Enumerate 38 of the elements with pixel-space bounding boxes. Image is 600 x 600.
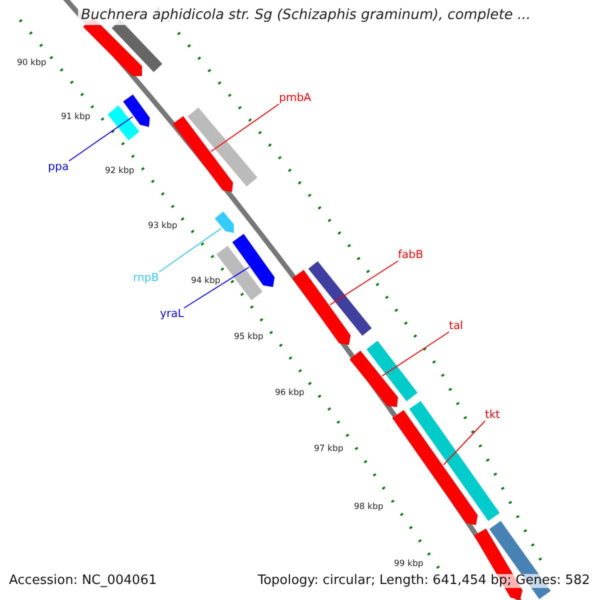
leader-line	[68, 116, 134, 162]
leader-line	[382, 332, 450, 376]
leader-line	[158, 228, 222, 272]
gene-feature-bar	[232, 234, 275, 287]
genome-info-text: Topology: circular; Length: 641,454 bp; Genes: 582	[258, 574, 590, 588]
gene-feature-bar	[366, 340, 418, 402]
tick-label: 92 kbp	[105, 167, 134, 176]
gene-feature-bar	[172, 116, 233, 192]
gene-feature-bar	[392, 410, 478, 525]
tick-label: 96 kbp	[275, 389, 304, 398]
gene-feature-bar	[188, 108, 258, 186]
gene-feature-bar	[308, 261, 372, 336]
leader-line	[330, 260, 398, 306]
gene-label: tkt	[485, 409, 500, 422]
tick-label: 90 kbp	[17, 59, 46, 68]
tick-label: 95 kbp	[234, 333, 264, 342]
tick-label: 94 kbp	[191, 277, 220, 286]
gene-feature-bar	[108, 106, 140, 140]
tick-label: 99 kbp	[394, 560, 424, 570]
gene-label: yraL	[160, 308, 184, 320]
gene-label: fabB	[398, 249, 424, 262]
gene-label: ppa	[48, 161, 69, 174]
gene-label: tal	[449, 320, 464, 332]
tick-label: 97 kbp	[314, 445, 344, 454]
accession-text: Accession: NC_004061	[9, 574, 157, 588]
gene-label: pmbA	[279, 92, 312, 104]
leader-line	[210, 104, 280, 152]
tick-label: 98 kbp	[354, 503, 384, 512]
leader-line	[184, 266, 250, 308]
gene-label: rnpB	[133, 272, 159, 284]
gene-feature-bar	[292, 270, 351, 345]
gene-feature-bar	[214, 212, 234, 233]
gene-feature-bar	[123, 94, 150, 127]
gene-feature-bar	[350, 350, 398, 407]
leader-line	[443, 420, 486, 466]
tick-label: 91 kbp	[61, 113, 90, 122]
gene-feature-bar	[409, 401, 500, 521]
tick-label: 93 kbp	[148, 222, 178, 232]
